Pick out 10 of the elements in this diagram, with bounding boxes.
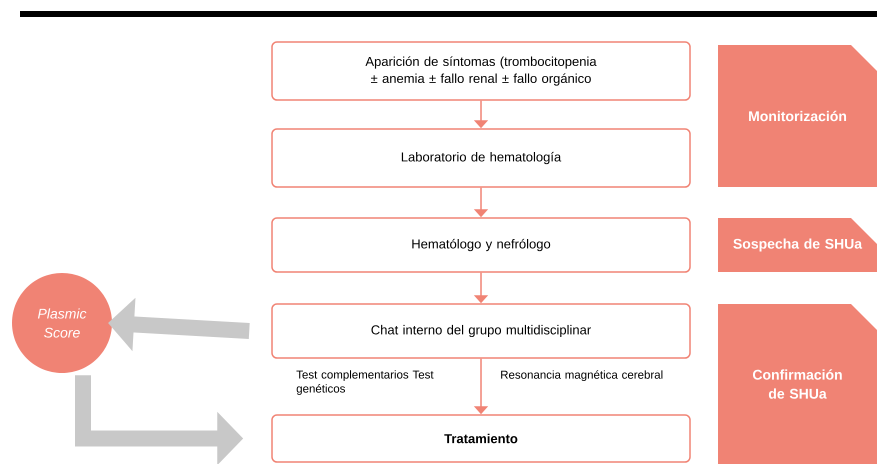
note-text: Resonancia magnética cerebral: [501, 370, 662, 382]
process-box: Chat interno del grupo multidisciplinar: [271, 303, 691, 359]
stage-tab: Sospecha de SHUa: [718, 218, 877, 272]
note-text: Test complementarios Test genéticos: [296, 370, 434, 395]
process-box: Hematólogo y nefrólogo: [271, 217, 691, 273]
stage-tab: Monitorización: [718, 45, 877, 187]
process-box: Tratamiento: [271, 414, 691, 463]
process-box: Aparición de síntomas (trombocitopenia ± anemia ± fallo renal ± fallo orgánico: [271, 41, 691, 101]
stage-tab: Confirmación de SHUa: [718, 304, 877, 464]
process-box: Laboratorio de hematología: [271, 128, 691, 188]
